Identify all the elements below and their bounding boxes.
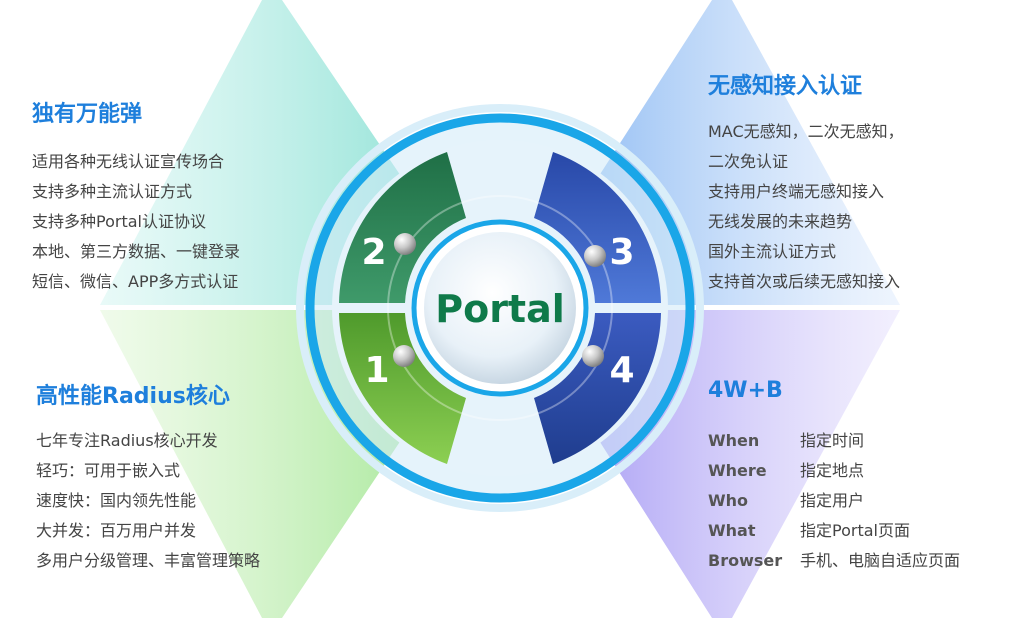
- item-key: When: [708, 431, 760, 450]
- quadrant-4-number: 4: [609, 350, 634, 391]
- item-value: 指定地点: [800, 461, 865, 480]
- list-item: 速度快：国内领先性能: [36, 491, 197, 510]
- list-item: 短信、微信、APP多方式认证: [32, 272, 239, 291]
- quadrant-2-sector: [339, 152, 466, 303]
- feature-title-bottom-left: 高性能Radius核心: [36, 384, 230, 409]
- quadrant-3-number: 3: [609, 232, 634, 273]
- list-item: 支持多种Portal认证协议: [32, 212, 206, 231]
- list-item: 支持首次或后续无感知接入: [708, 272, 901, 291]
- list-item: 支持多种主流认证方式: [32, 182, 193, 201]
- list-item: 多用户分级管理、丰富管理策略: [36, 551, 261, 570]
- list-item: Browser 手机、电脑自适应页面: [708, 546, 960, 576]
- list-item: 轻巧：可用于嵌入式: [36, 461, 181, 480]
- feature-title-bottom-right: 4W+B: [708, 378, 783, 403]
- feature-list-top-right: MAC无感知，二次无感知， 二次免认证 支持用户终端无感知接入 无线发展的未来趋…: [708, 117, 904, 297]
- list-item: 适用各种无线认证宣传场合: [32, 152, 225, 171]
- quadrant-3-ball: [584, 245, 606, 267]
- item-key: Where: [708, 461, 767, 480]
- quadrant-2-number: 2: [361, 232, 386, 273]
- item-value: 指定用户: [800, 491, 865, 510]
- quadrant-3-sector: [534, 152, 661, 303]
- list-item: When 指定时间: [708, 426, 960, 456]
- feature-list-top-left: 适用各种无线认证宣传场合 支持多种主流认证方式 支持多种Portal认证协议 本…: [32, 147, 240, 297]
- feature-title-top-left: 独有万能弹: [32, 102, 143, 127]
- quadrant-1-sector: [339, 313, 466, 464]
- list-item: What 指定Portal页面: [708, 516, 960, 546]
- outer-halo: [296, 104, 704, 512]
- quadrant-1-number: 1: [364, 350, 389, 391]
- list-item: 本地、第三方数据、一键登录: [32, 242, 241, 261]
- item-key: Browser: [708, 551, 783, 570]
- list-item: 支持用户终端无感知接入: [708, 182, 885, 201]
- list-item: 无线发展的未来趋势: [708, 212, 853, 231]
- list-item: Where 指定地点: [708, 456, 960, 486]
- quadrant-4-ball: [582, 345, 604, 367]
- item-key: What: [708, 521, 756, 540]
- inner-track: [387, 195, 613, 421]
- list-item: 七年专注Radius核心开发: [36, 431, 218, 450]
- list-item: MAC无感知，二次无感知，: [708, 122, 904, 141]
- feature-title-top-right: 无感知接入认证: [708, 74, 863, 99]
- item-key: Who: [708, 491, 749, 510]
- item-value: 指定时间: [800, 431, 865, 450]
- center-label: Portal: [435, 287, 565, 331]
- list-item: Who 指定用户: [708, 486, 960, 516]
- feature-list-bottom-right: When 指定时间 Where 指定地点 Who 指定用户 What 指定Portal页…: [708, 426, 960, 576]
- item-value: 指定Portal页面: [800, 521, 910, 540]
- quadrant-2-ball: [394, 233, 416, 255]
- list-item: 二次免认证: [708, 152, 789, 171]
- quadrant-1-ball: [393, 345, 415, 367]
- feature-list-bottom-left: 七年专注Radius核心开发 轻巧：可用于嵌入式 速度快：国内领先性能 大并发：…: [36, 426, 260, 576]
- list-item: 大并发：百万用户并发: [36, 521, 197, 540]
- quadrant-4-sector: [534, 313, 661, 464]
- item-value: 手机、电脑自适应页面: [800, 551, 961, 570]
- list-item: 国外主流认证方式: [708, 242, 837, 261]
- center-hub: [424, 232, 576, 384]
